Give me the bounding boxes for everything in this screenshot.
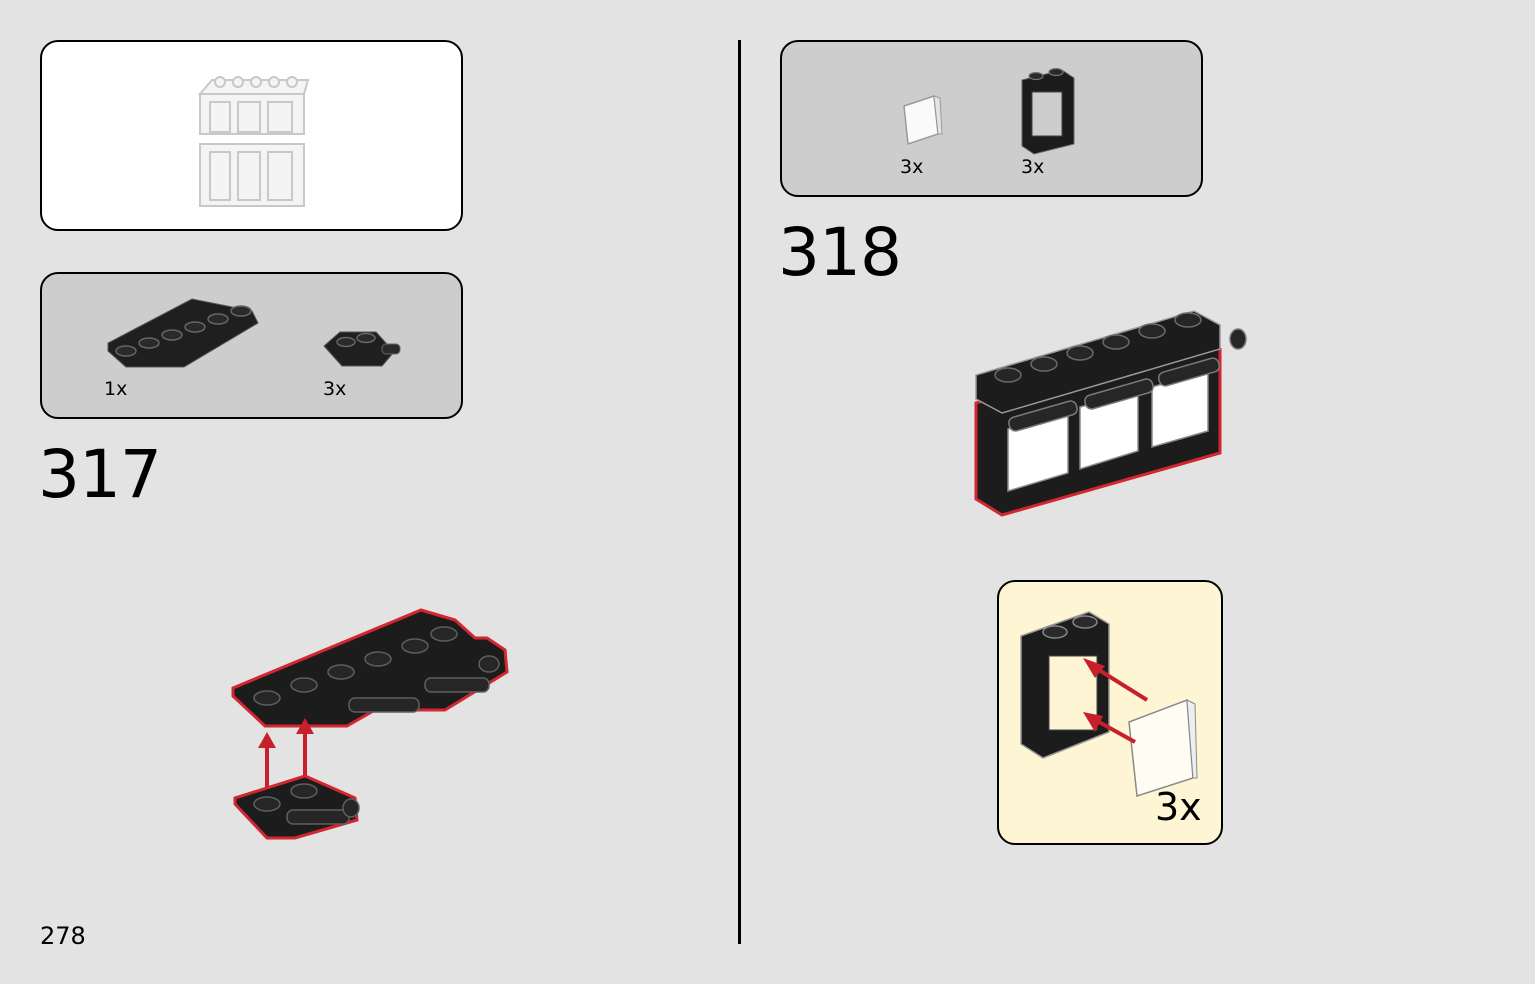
plate-handles-icon [323,331,401,367]
window-frame-icon [1021,67,1075,155]
page-divider [738,40,741,944]
step-number-318: 318 [778,214,902,291]
sub-assembly-callout: 3x [997,580,1223,845]
step-number-317: 317 [38,436,162,513]
parts-list-box-step-318: 3x 3x [780,40,1203,197]
step-318-assembly-image [974,310,1247,517]
parts-list-box-step-317: 1x 3x [40,272,463,419]
part-qty-plate-handles: 3x [323,378,347,400]
part-qty-plate-1x6: 1x [104,378,128,400]
page-number: 278 [40,922,86,950]
window-assembly-preview-image [197,76,310,207]
plate-1x6-icon [107,298,259,368]
window-pane-icon [903,94,943,146]
overview-box [40,40,463,231]
step-317-assembly-image [231,608,509,840]
part-qty-window-frame: 3x [1021,156,1045,178]
window-frame-with-pane-assembly-image [1020,611,1198,797]
part-qty-window-pane: 3x [900,156,924,178]
callout-multiplier: 3x [1155,785,1202,829]
